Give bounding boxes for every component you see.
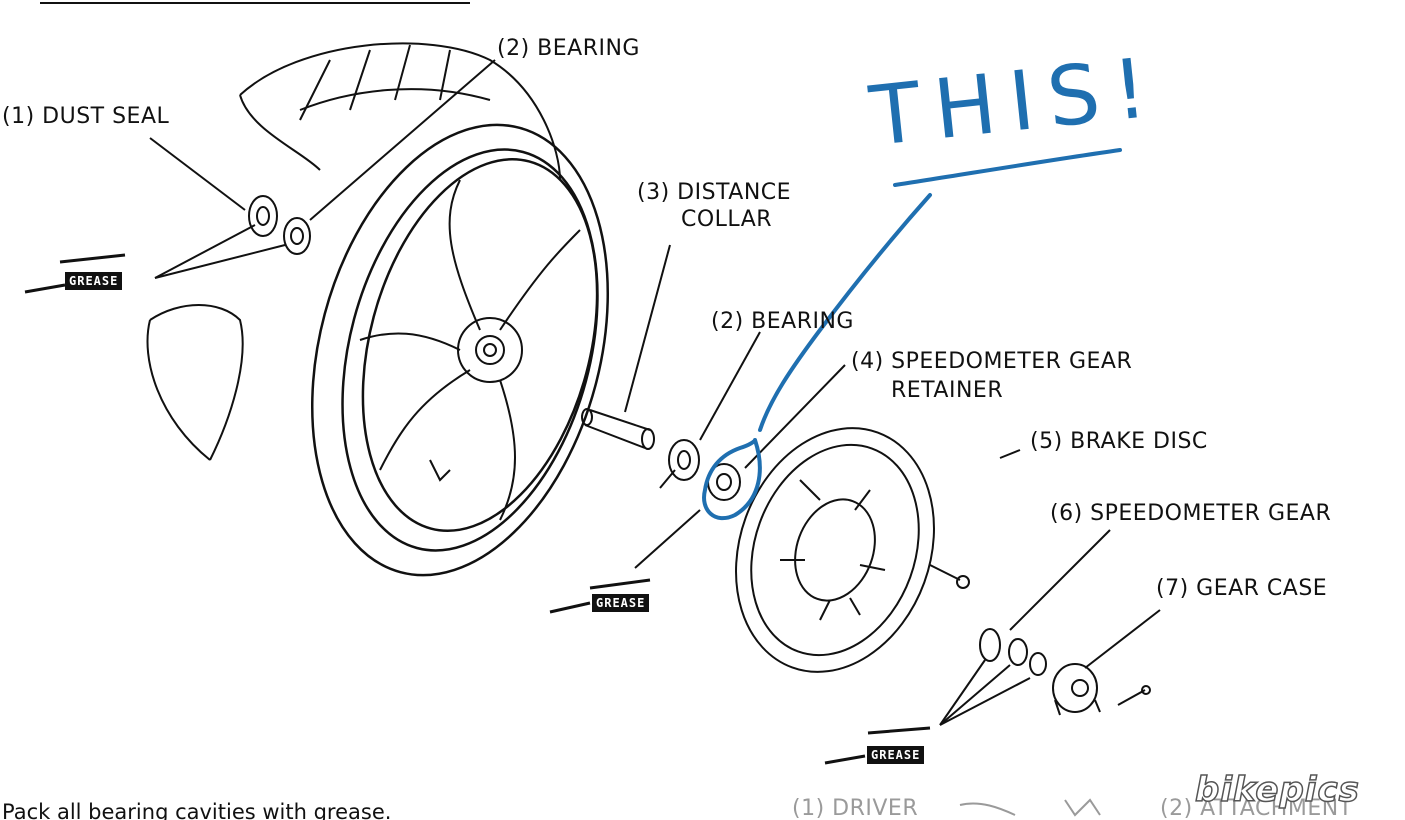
grease-tag-1: GREASE: [65, 272, 123, 290]
instruction-text: Pack all bearing cavities with grease.: [2, 800, 392, 820]
label-gear-case: (7) GEAR CASE: [1156, 576, 1328, 601]
label-dust-seal: (1) DUST SEAL: [2, 104, 170, 129]
bearing-part-top: [283, 217, 311, 255]
wheel-rim: [310, 123, 610, 577]
brake-disc-part: [735, 427, 935, 673]
label-distance-collar-line1: (3) DISTANCE: [637, 180, 792, 205]
grease-tag-2: GREASE: [592, 594, 650, 612]
label-driver: (1) DRIVER: [792, 796, 919, 820]
label-bearing-top: (2) BEARING: [497, 36, 640, 61]
disc-bolt: [929, 564, 970, 589]
label-speedo-retainer-line1: (4) SPEEDOMETER GEAR: [851, 349, 1133, 374]
label-attachment: (2) ATTACHMENT: [1160, 796, 1353, 820]
bearing-part-mid: [668, 439, 700, 481]
driver-attachment-graphic: [959, 798, 1101, 817]
label-bearing-mid: (2) BEARING: [711, 309, 854, 334]
annotation-underline: [893, 148, 1122, 187]
leader-lines: [149, 59, 1161, 726]
watermark-logo: bikepics: [1194, 769, 1360, 811]
speedo-gear-part: [979, 628, 1047, 676]
distance-collar-part: [581, 408, 655, 450]
grease-tubes: [24, 253, 931, 765]
gear-case-part: [1052, 663, 1151, 716]
annotation-pointer-line: [758, 193, 932, 432]
label-speedo-retainer-line2: RETAINER: [891, 378, 1004, 403]
label-brake-disc: (5) BRAKE DISC: [1030, 429, 1208, 454]
label-speedo-gear: (6) SPEEDOMETER GEAR: [1050, 501, 1332, 526]
tire-illustration: [146, 42, 561, 461]
label-distance-collar-line2: COLLAR: [681, 207, 773, 232]
grease-tag-3: GREASE: [867, 746, 925, 764]
handdrawn-annotation: [702, 148, 1122, 521]
annotation-circle: [702, 438, 762, 521]
wheel-spokes: [359, 179, 581, 521]
dust-seal-part: [248, 195, 278, 237]
